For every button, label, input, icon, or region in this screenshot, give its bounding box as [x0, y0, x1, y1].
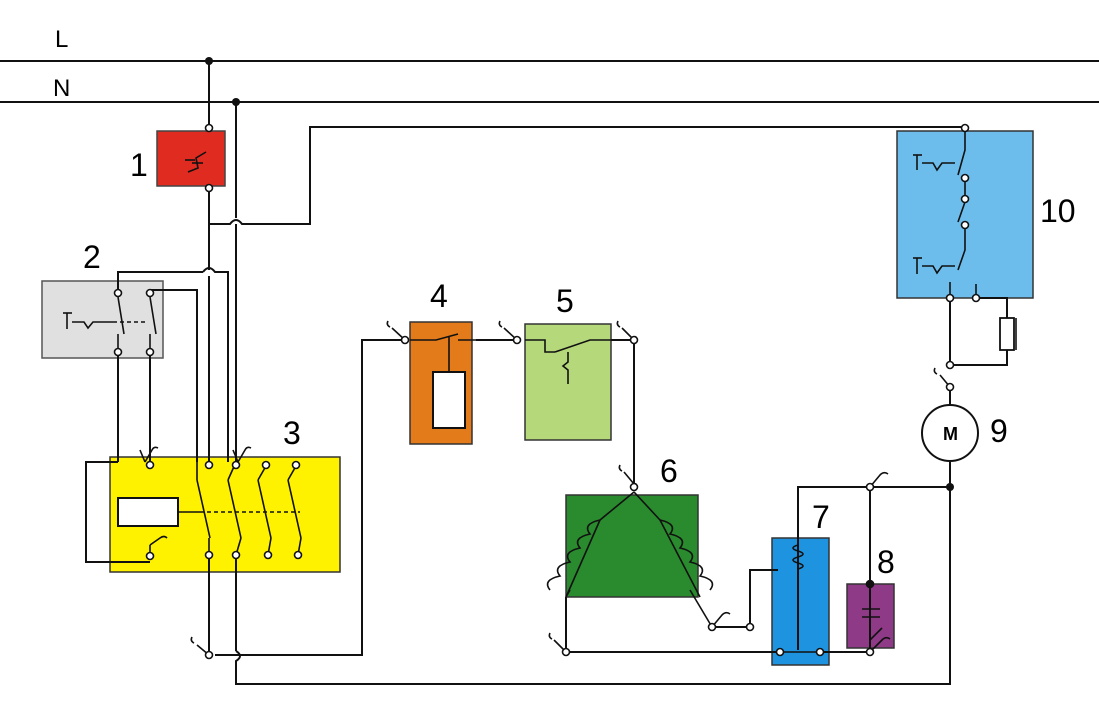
component-6-label: 6: [660, 453, 678, 489]
component-10-label: 10: [1040, 193, 1076, 229]
component-10-box: [896, 130, 1034, 299]
component-5-label: 5: [556, 283, 574, 319]
component-9-label: 9: [990, 413, 1008, 449]
timer-symbol: [410, 333, 476, 429]
thermostat-symbol: [525, 339, 611, 384]
contactor-symbol: [117, 461, 302, 556]
neutral-n-label: N: [53, 75, 70, 102]
component-4-label: 4: [430, 278, 448, 314]
motor-symbol-label: M: [943, 424, 958, 444]
junction-motor: [946, 483, 954, 491]
push-button-symbol: [63, 296, 157, 352]
component-7-label: 7: [812, 499, 830, 535]
junction-cap: [866, 580, 874, 588]
thermal-fuse-symbol: [185, 151, 207, 173]
component-3-label: 3: [283, 415, 301, 451]
component-7-box: [771, 537, 830, 666]
component-8-label: 8: [877, 544, 895, 580]
junction-n: [232, 98, 240, 106]
line-l-label: L: [55, 26, 68, 53]
heating-coils-symbol: [546, 491, 714, 628]
fuse-symbol: [999, 317, 1015, 351]
terminals: [113, 123, 981, 660]
component-1-box: [156, 130, 226, 187]
component-1-label: 1: [130, 147, 148, 183]
component-2-box: [41, 280, 164, 359]
component-2-label: 2: [83, 239, 101, 275]
motor: M: [921, 404, 979, 462]
component-6-box: [565, 494, 699, 598]
junction-l: [205, 57, 213, 65]
coil-relay-symbol: [780, 544, 820, 653]
motor-circle: [921, 404, 979, 462]
